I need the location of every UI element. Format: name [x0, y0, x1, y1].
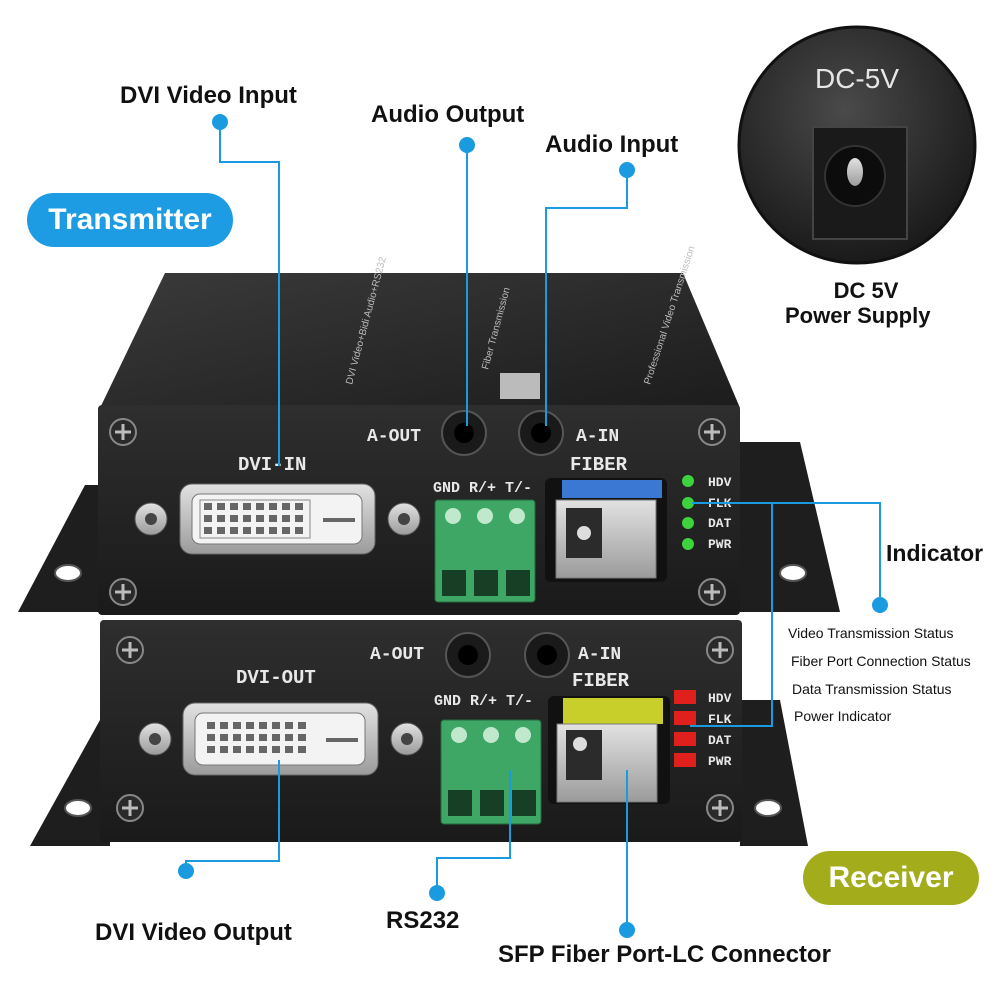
- tx-label-a-out: A-OUT: [367, 427, 421, 447]
- dvi-pin: [256, 515, 264, 522]
- receiver-led-indicators: [674, 690, 696, 767]
- indicator-desc-power: Power Indicator: [794, 708, 892, 724]
- callout-sfp-fiber-port: SFP Fiber Port-LC Connector: [498, 941, 831, 968]
- dvi-pin: [204, 527, 212, 534]
- dvi-pin: [230, 527, 238, 534]
- dvi-pin: [207, 722, 215, 729]
- flange-slot-icon: [54, 564, 82, 582]
- dvi-pin: [269, 503, 277, 510]
- receiver-badge-label: Receiver: [828, 861, 954, 894]
- dvi-pin: [282, 527, 290, 534]
- dvi-pin: [233, 734, 241, 741]
- tx-label-fiber: FIBER: [570, 454, 628, 476]
- dvi-pin: [243, 503, 251, 510]
- dvi-pin: [295, 527, 303, 534]
- dvi-pin: [259, 746, 267, 753]
- receiver-badge: Receiver: [803, 851, 979, 905]
- dvi-pin: [269, 515, 277, 522]
- dvi-pin: [220, 722, 228, 729]
- rx-label-dvi-out: DVI-OUT: [236, 667, 316, 689]
- callout-rs232: RS232: [386, 907, 460, 934]
- dvi-pin: [285, 722, 293, 729]
- transmitter-unit: A-OUT A-IN DVI-IN GND R/+ T/- FIBER HDV …: [18, 245, 840, 615]
- transmitter-flange-right: [740, 442, 840, 612]
- dvi-pin: [295, 515, 303, 522]
- rx-label-fiber: FIBER: [572, 670, 630, 692]
- transmitter-badge: Transmitter: [27, 193, 233, 247]
- dvi-pin: [220, 746, 228, 753]
- transmitter-flange-left: [18, 485, 100, 612]
- tx-led-label: DAT: [708, 516, 732, 531]
- rx-led-label: DAT: [708, 733, 732, 748]
- rx-led-label: PWR: [708, 754, 732, 769]
- tx-led-label: PWR: [708, 537, 732, 552]
- callout-dc-power-line1: DC 5V: [833, 278, 899, 303]
- transmitter-top: [100, 273, 740, 408]
- flange-slot-icon: [779, 564, 807, 582]
- dvi-pin: [220, 734, 228, 741]
- dvi-pin: [207, 746, 215, 753]
- callout-audio-output: Audio Output: [371, 101, 525, 128]
- rx-label-a-in: A-IN: [578, 645, 621, 665]
- power-inset: DC-5V: [737, 25, 977, 265]
- rx-label-terminal: GND R/+ T/-: [434, 693, 533, 710]
- dvi-pin: [282, 515, 290, 522]
- transmitter-badge-label: Transmitter: [48, 203, 212, 236]
- flange-slot-icon: [754, 799, 782, 817]
- dvi-pin: [230, 503, 238, 510]
- callout-dc-power-line2: Power Supply: [785, 303, 931, 328]
- dvi-pin: [298, 734, 306, 741]
- dvi-pin: [217, 527, 225, 534]
- dvi-pin: [233, 746, 241, 753]
- tx-label-dvi-in: DVI-IN: [238, 454, 306, 476]
- dvi-pin: [204, 503, 212, 510]
- callout-dvi-video-input: DVI Video Input: [120, 82, 297, 109]
- receiver-unit: A-OUT A-IN DVI-OUT GND R/+ T/- FIBER HDV…: [30, 620, 808, 846]
- dvi-pin: [298, 722, 306, 729]
- dvi-pin: [256, 503, 264, 510]
- callout-audio-input: Audio Input: [545, 131, 679, 158]
- dvi-pin: [243, 515, 251, 522]
- transmitter-led-indicators: [682, 475, 694, 550]
- dvi-pin: [230, 515, 238, 522]
- dvi-pin: [233, 722, 241, 729]
- dvi-pin: [282, 503, 290, 510]
- tx-label-terminal: GND R/+ T/-: [433, 480, 532, 497]
- indicator-desc-fiber: Fiber Port Connection Status: [791, 653, 971, 669]
- tx-top-logo: [500, 373, 540, 399]
- dvi-pin: [272, 722, 280, 729]
- dvi-pin: [272, 746, 280, 753]
- dvi-pin: [243, 527, 251, 534]
- indicator-desc-video: Video Transmission Status: [788, 625, 954, 641]
- dvi-pin: [259, 734, 267, 741]
- flange-slot-icon: [64, 799, 92, 817]
- dvi-pin: [256, 527, 264, 534]
- rx-label-a-out: A-OUT: [370, 645, 424, 665]
- dvi-pin: [285, 746, 293, 753]
- dvi-pin: [217, 503, 225, 510]
- tx-led-label: HDV: [708, 475, 732, 490]
- dvi-pin: [207, 734, 215, 741]
- dvi-pin: [285, 734, 293, 741]
- dvi-pin: [269, 527, 277, 534]
- dvi-pin: [272, 734, 280, 741]
- dvi-pin: [298, 746, 306, 753]
- power-inset-label: DC-5V: [815, 63, 899, 94]
- rx-led-label: FLK: [708, 712, 732, 727]
- dvi-pin: [217, 515, 225, 522]
- rx-led-label: HDV: [708, 691, 732, 706]
- indicator-desc-data: Data Transmission Status: [792, 681, 952, 697]
- callout-indicator: Indicator: [886, 540, 984, 566]
- dvi-pin: [295, 503, 303, 510]
- callout-dots: [178, 114, 888, 938]
- dvi-pin: [204, 515, 212, 522]
- callout-dvi-video-output: DVI Video Output: [95, 919, 292, 946]
- dvi-pin: [246, 746, 254, 753]
- dvi-pin: [259, 722, 267, 729]
- receiver-flange-left: [30, 720, 110, 846]
- dvi-pin: [246, 722, 254, 729]
- dvi-pin: [246, 734, 254, 741]
- tx-label-a-in: A-IN: [576, 427, 619, 447]
